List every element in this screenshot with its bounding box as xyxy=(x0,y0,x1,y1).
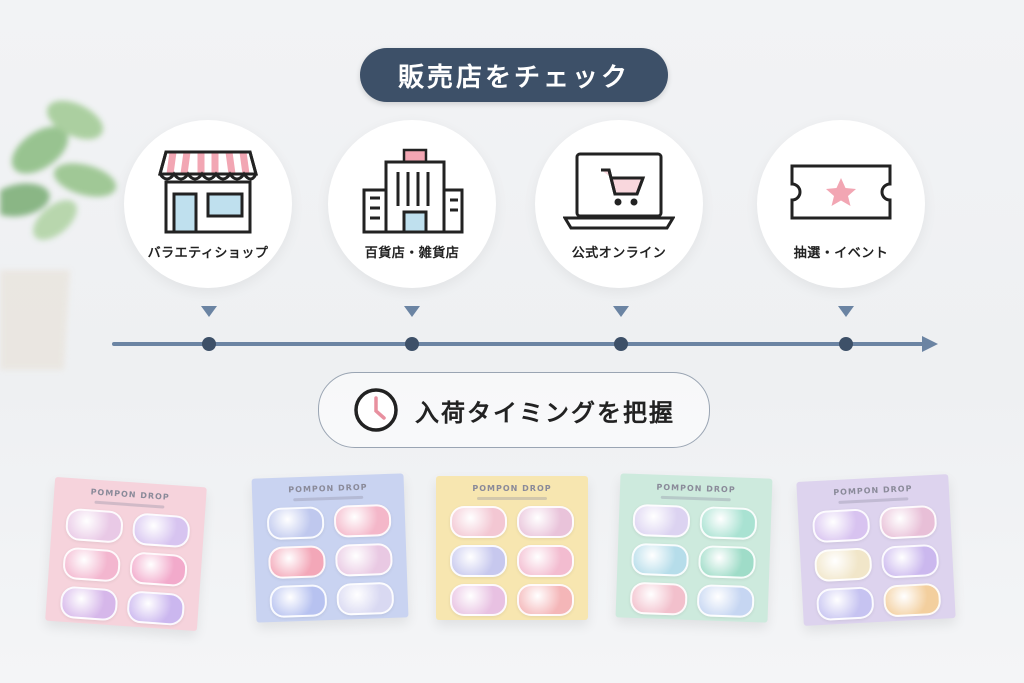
sticker-sheet: POMPON DROP xyxy=(45,476,207,632)
sticker xyxy=(269,584,328,619)
sticker-grid xyxy=(798,504,956,622)
sticker-sheet: POMPON DROP xyxy=(615,473,773,623)
pointer-marker xyxy=(838,306,854,317)
sticker xyxy=(126,590,186,627)
pointer-marker xyxy=(404,306,420,317)
sticker-sheet: POMPON DROP xyxy=(796,474,956,626)
sheet-subtitle-bar xyxy=(477,497,547,500)
sticker xyxy=(336,581,395,616)
channel-official-online[interactable]: 公式オンライン xyxy=(535,120,703,288)
sticker-grid xyxy=(45,507,204,627)
laptop-cart-icon xyxy=(563,152,675,230)
sticker xyxy=(334,542,393,577)
sheet-brand: POMPON DROP xyxy=(90,487,170,502)
sticker xyxy=(266,506,325,541)
sticker xyxy=(450,506,507,538)
sticker-sheet: POMPON DROP xyxy=(436,476,588,620)
arrival-timing-label: 入荷タイミングを把握 xyxy=(415,398,675,427)
timeline-dot xyxy=(614,337,628,351)
channel-label: 抽選・イベント xyxy=(793,246,889,261)
pointer-marker xyxy=(201,306,217,317)
pointer-marker xyxy=(613,306,629,317)
sticker xyxy=(517,545,574,577)
store-icon xyxy=(158,150,258,234)
sticker xyxy=(699,506,758,541)
sticker xyxy=(59,585,119,622)
arrival-timing-pill: 入荷タイミングを把握 xyxy=(318,372,710,448)
channel-department-store[interactable]: 百貨店・雑貨店 xyxy=(328,120,496,288)
sticker xyxy=(629,581,688,616)
sticker xyxy=(811,508,871,544)
sticker-sheet: POMPON DROP xyxy=(251,473,409,623)
sticker xyxy=(815,586,875,622)
sticker xyxy=(517,506,574,538)
sticker-grid xyxy=(253,503,409,619)
sticker xyxy=(128,551,189,588)
ticket-star-icon xyxy=(790,164,892,220)
channel-lottery-event[interactable]: 抽選・イベント xyxy=(757,120,925,288)
channel-label: 公式オンライン xyxy=(571,246,667,261)
sticker-grid xyxy=(616,503,772,619)
clock-icon xyxy=(354,388,398,432)
timeline-dot xyxy=(405,337,419,351)
department-store-icon xyxy=(362,148,464,234)
sticker-grid xyxy=(436,506,588,616)
sticker xyxy=(878,504,938,540)
sticker xyxy=(631,542,690,577)
sticker xyxy=(450,545,507,577)
sticker xyxy=(697,545,757,580)
sticker xyxy=(64,507,124,544)
timeline-arrow-icon xyxy=(922,336,938,352)
channel-variety-shop[interactable]: バラエティショップ xyxy=(124,120,292,288)
sticker xyxy=(882,582,942,618)
sheet-subtitle-bar xyxy=(94,500,165,509)
sticker xyxy=(880,543,940,579)
sheet-brand: POMPON DROP xyxy=(833,484,913,498)
sticker xyxy=(62,546,122,583)
sheet-brand: POMPON DROP xyxy=(656,482,736,495)
timeline-line xyxy=(112,342,928,346)
sheet-subtitle-bar xyxy=(660,495,731,502)
sticker xyxy=(333,503,392,538)
sheet-brand: POMPON DROP xyxy=(472,484,552,493)
timeline-dot xyxy=(839,337,853,351)
sticker xyxy=(131,512,191,549)
sheet-brand: POMPON DROP xyxy=(288,482,368,495)
sheet-subtitle-bar xyxy=(838,497,909,504)
channel-label: 百貨店・雑貨店 xyxy=(364,246,460,261)
sticker xyxy=(267,545,327,580)
sticker xyxy=(696,584,755,619)
sticker xyxy=(632,503,691,538)
sticker xyxy=(450,584,507,616)
timeline-dot xyxy=(202,337,216,351)
sticker xyxy=(813,547,873,583)
sheet-subtitle-bar xyxy=(293,495,364,502)
sticker xyxy=(517,584,574,616)
channel-label: バラエティショップ xyxy=(147,246,269,261)
plant-decoration xyxy=(0,100,117,370)
page-title: 販売店をチェック xyxy=(360,48,668,102)
